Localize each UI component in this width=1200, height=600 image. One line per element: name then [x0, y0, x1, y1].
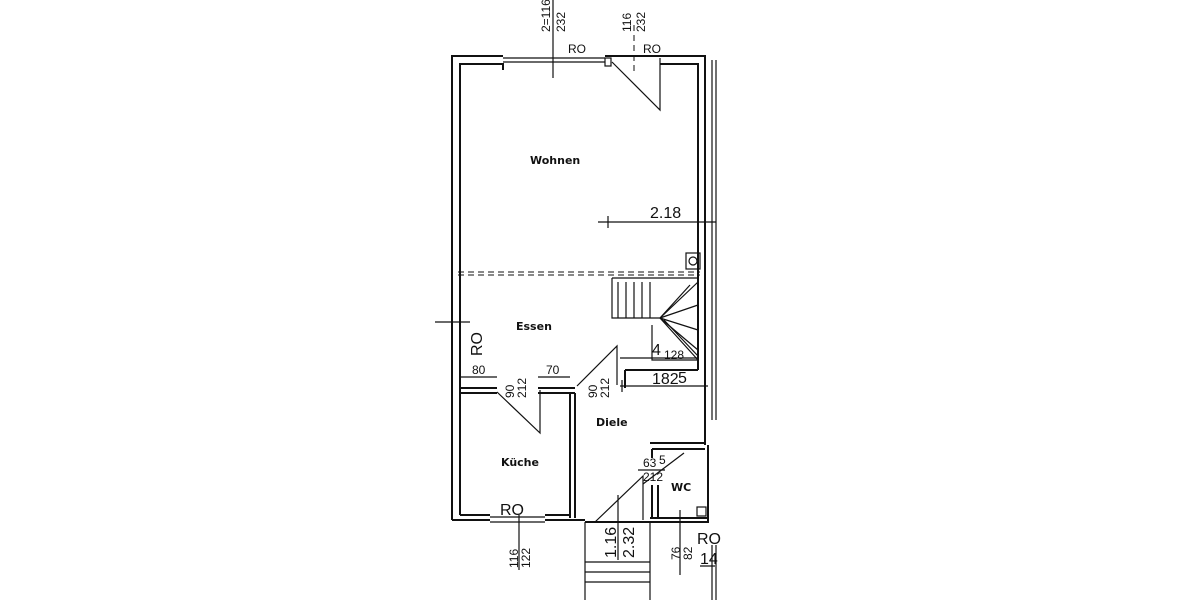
- door-swing-wc: [642, 452, 685, 485]
- room-label-wc: WC: [671, 481, 691, 494]
- top-ro-b: RO: [643, 42, 661, 56]
- kitchen-wall-dim: 80: [472, 363, 486, 377]
- stair-mark: 4: [652, 342, 661, 359]
- top-window-b-width: 116: [620, 13, 634, 32]
- room-label-living: Wohnen: [530, 154, 580, 167]
- top-window-b-height: 232: [634, 12, 648, 32]
- kitchen-door-width: 90: [503, 384, 517, 398]
- kitchen-door-height: 212: [515, 378, 529, 398]
- top-window-a-width: 2=116: [539, 0, 553, 32]
- entry-door-width: 1.16: [603, 527, 620, 558]
- door-swing-kitchen: [496, 390, 541, 435]
- dining-wall-dim: 70: [546, 363, 560, 377]
- kitchen-window-width: 116: [507, 549, 521, 568]
- staircase: [611, 277, 699, 361]
- kitchen-ro: RO: [500, 502, 524, 519]
- top-window-a-height: 232: [554, 12, 568, 32]
- left-ro: RO: [469, 332, 486, 356]
- wc-window-width: 76: [669, 546, 683, 560]
- outer-walls: [451, 55, 717, 523]
- chimney-icon: [685, 252, 701, 270]
- hall-door-width: 90: [586, 384, 600, 398]
- living-width: 2.18: [650, 205, 681, 222]
- wc-fixture-icon: [696, 506, 707, 517]
- hall-length-sup: 5: [678, 370, 687, 387]
- wc-door-width-sup: 5: [659, 453, 666, 467]
- wc-window-height: 82: [681, 546, 695, 560]
- entry-steps: [584, 522, 651, 600]
- top-ro-a: RO: [568, 42, 586, 56]
- step-count: 14: [700, 551, 718, 568]
- room-label-hall: Diele: [596, 416, 628, 429]
- hall-door-height: 212: [598, 378, 612, 398]
- hall-length: 182: [652, 371, 679, 388]
- door-swing-top: [611, 58, 661, 112]
- wc-door-height: 212: [643, 470, 663, 484]
- room-label-kitchen: Küche: [501, 456, 539, 469]
- room-label-dining: Essen: [516, 320, 552, 333]
- door-swing-entry: [594, 474, 644, 523]
- stair-width: 128: [664, 348, 684, 362]
- wc-door-width: 63: [643, 456, 657, 470]
- door-swing-hall: [576, 344, 618, 387]
- kitchen-window-height: 122: [519, 548, 533, 568]
- entry-door-height: 2.32: [621, 527, 638, 558]
- wc-ro: RO: [697, 531, 721, 548]
